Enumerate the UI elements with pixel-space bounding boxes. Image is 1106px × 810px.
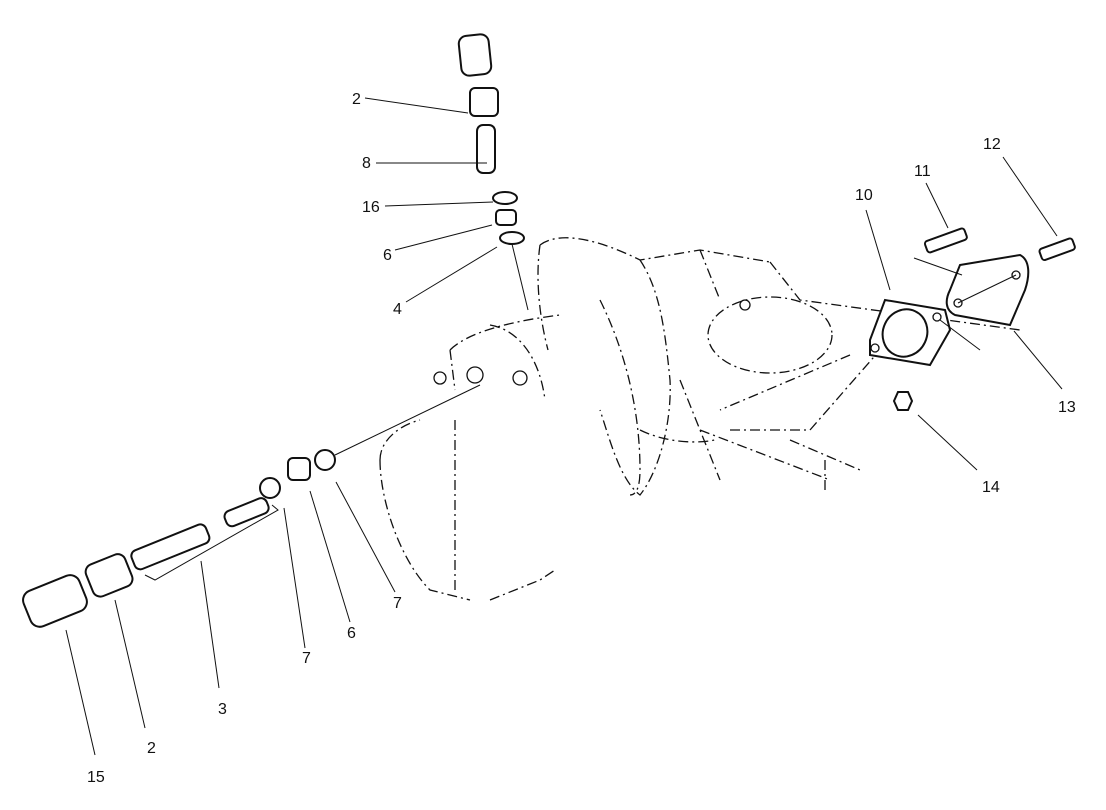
callout-2-top: 2 bbox=[352, 91, 361, 108]
callout-10: 10 bbox=[855, 187, 873, 204]
leader-lines bbox=[65, 97, 1063, 756]
top-relief-valve-assembly bbox=[457, 33, 529, 311]
callout-7-outer: 7 bbox=[393, 595, 402, 612]
callout-6-top: 6 bbox=[383, 247, 392, 264]
cover-plate-assembly bbox=[719, 227, 1076, 411]
callout-8: 8 bbox=[362, 155, 371, 172]
callout-4: 4 bbox=[393, 301, 402, 318]
callout-16: 16 bbox=[362, 199, 380, 216]
callout-11: 11 bbox=[914, 163, 931, 180]
callout-14: 14 bbox=[982, 479, 1000, 496]
callout-3: 3 bbox=[218, 701, 227, 718]
callout-7-inner: 7 bbox=[302, 650, 311, 667]
housing-outline bbox=[379, 237, 1021, 601]
callout-13: 13 bbox=[1058, 399, 1076, 416]
callout-12: 12 bbox=[983, 136, 1001, 153]
callout-6-bottom: 6 bbox=[347, 625, 356, 642]
bottom-relief-valve-assembly bbox=[22, 384, 481, 628]
callout-2-bottom: 2 bbox=[147, 740, 156, 757]
callout-15: 15 bbox=[87, 769, 105, 786]
